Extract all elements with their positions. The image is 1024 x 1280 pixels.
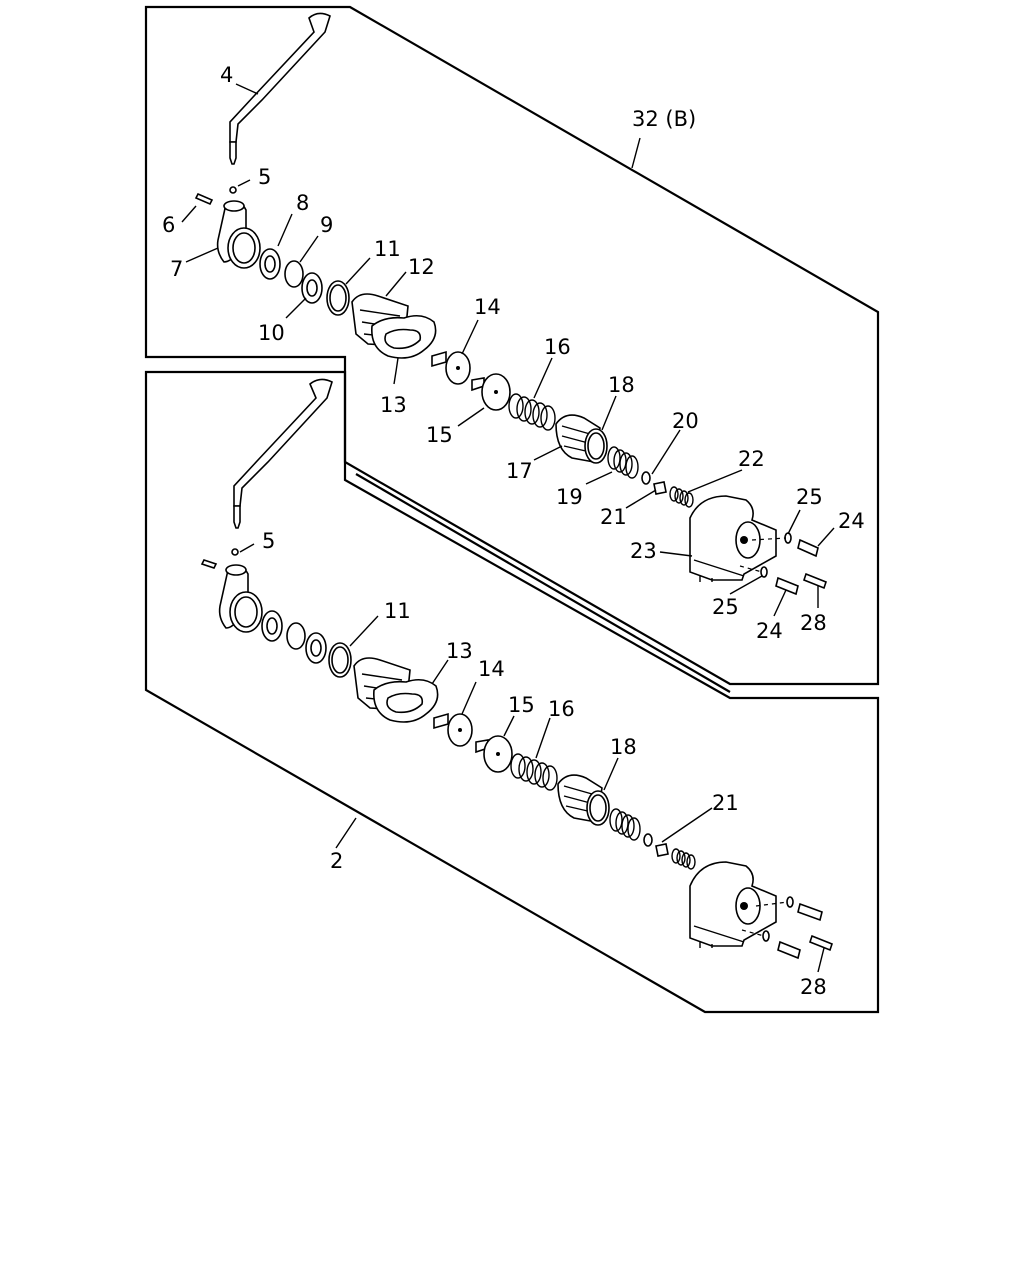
lower-leader-lines bbox=[239, 543, 825, 973]
return-spring-part bbox=[607, 446, 639, 479]
callout-label: 11 bbox=[374, 237, 401, 261]
washer-part bbox=[284, 260, 304, 288]
upper-assembly-frame bbox=[144, 5, 880, 686]
callout-label: 11 bbox=[384, 599, 411, 623]
ring-part bbox=[586, 790, 610, 826]
callout-label: 4 bbox=[220, 63, 233, 87]
callout-label: 24 bbox=[756, 619, 783, 643]
valve-body-part bbox=[689, 495, 777, 582]
hex-nut-part bbox=[301, 272, 323, 304]
callout-label: 25 bbox=[796, 485, 823, 509]
piston-part bbox=[433, 712, 473, 747]
callout-label: 5 bbox=[262, 529, 275, 553]
callout-label: 17 bbox=[506, 459, 533, 483]
callout-label: 12 bbox=[408, 255, 435, 279]
callout-label: 15 bbox=[508, 693, 535, 717]
callout-label: 21 bbox=[712, 791, 739, 815]
lower-parts bbox=[200, 378, 833, 960]
valve-body-part bbox=[689, 861, 777, 948]
callout-label: 18 bbox=[610, 735, 637, 759]
callout-label: 10 bbox=[258, 321, 285, 345]
callout-label: 28 bbox=[800, 975, 827, 999]
callout-label: 9 bbox=[320, 213, 333, 237]
small-spring-part bbox=[671, 848, 696, 870]
piston-part bbox=[431, 350, 471, 385]
fastener-set bbox=[739, 532, 827, 596]
callout-label: 14 bbox=[478, 657, 505, 681]
callout-label: 13 bbox=[446, 639, 473, 663]
disc-part bbox=[475, 735, 513, 773]
small-washer-part bbox=[643, 833, 653, 847]
callout-label: 8 bbox=[296, 191, 309, 215]
nut-part bbox=[261, 610, 283, 642]
pin-part bbox=[200, 559, 218, 569]
lower-callouts: 2 5 11 13 14 15 16 18 21 28 bbox=[262, 529, 827, 999]
housing-part bbox=[216, 200, 261, 269]
lower-assembly-frame bbox=[144, 370, 880, 1014]
washer-part bbox=[286, 622, 306, 650]
small-spring-part bbox=[669, 486, 694, 508]
spring-part bbox=[510, 753, 558, 791]
pin-part bbox=[194, 192, 214, 206]
assembly-label-lower: 2 bbox=[330, 849, 343, 873]
callout-label: 24 bbox=[838, 509, 865, 533]
callout-label: 28 bbox=[800, 611, 827, 635]
ring-part bbox=[584, 428, 608, 464]
callout-label: 22 bbox=[738, 447, 765, 471]
assembly-label-upper: 32 (B) bbox=[632, 107, 696, 131]
bushing-part bbox=[653, 481, 667, 495]
fastener-set bbox=[741, 896, 833, 960]
callout-label: 25 bbox=[712, 595, 739, 619]
callout-label: 21 bbox=[600, 505, 627, 529]
callout-label: 23 bbox=[630, 539, 657, 563]
callout-label: 15 bbox=[426, 423, 453, 447]
callout-label: 16 bbox=[544, 335, 571, 359]
callout-label: 7 bbox=[170, 257, 183, 281]
upper-leader-lines bbox=[181, 83, 835, 617]
callout-label: 19 bbox=[556, 485, 583, 509]
upper-callouts: 32 (B) 4 5 6 8 9 7 11 12 10 14 16 13 18 … bbox=[162, 63, 865, 643]
inner-divider-line bbox=[355, 473, 731, 693]
callout-label: 13 bbox=[380, 393, 407, 417]
callout-label: 6 bbox=[162, 213, 175, 237]
callout-label: 14 bbox=[474, 295, 501, 319]
o-ring-part bbox=[328, 642, 352, 678]
o-ring-part bbox=[326, 280, 350, 316]
hex-nut-part bbox=[305, 632, 327, 664]
return-spring-part bbox=[609, 808, 641, 841]
small-ring-part bbox=[231, 548, 239, 556]
small-ring-part bbox=[229, 186, 237, 194]
spring-part bbox=[508, 393, 556, 431]
callout-label: 18 bbox=[608, 373, 635, 397]
disc-part bbox=[471, 373, 511, 411]
gasket-part bbox=[373, 678, 439, 723]
small-washer-part bbox=[641, 471, 651, 485]
upper-parts bbox=[194, 12, 827, 596]
callout-label: 16 bbox=[548, 697, 575, 721]
gasket-part bbox=[371, 314, 437, 359]
bushing-part bbox=[655, 843, 669, 857]
lever-part bbox=[229, 12, 331, 165]
nut-part bbox=[259, 248, 281, 280]
callout-label: 5 bbox=[258, 165, 271, 189]
callout-label: 20 bbox=[672, 409, 699, 433]
housing-part bbox=[218, 564, 263, 633]
lever-part bbox=[233, 378, 333, 529]
